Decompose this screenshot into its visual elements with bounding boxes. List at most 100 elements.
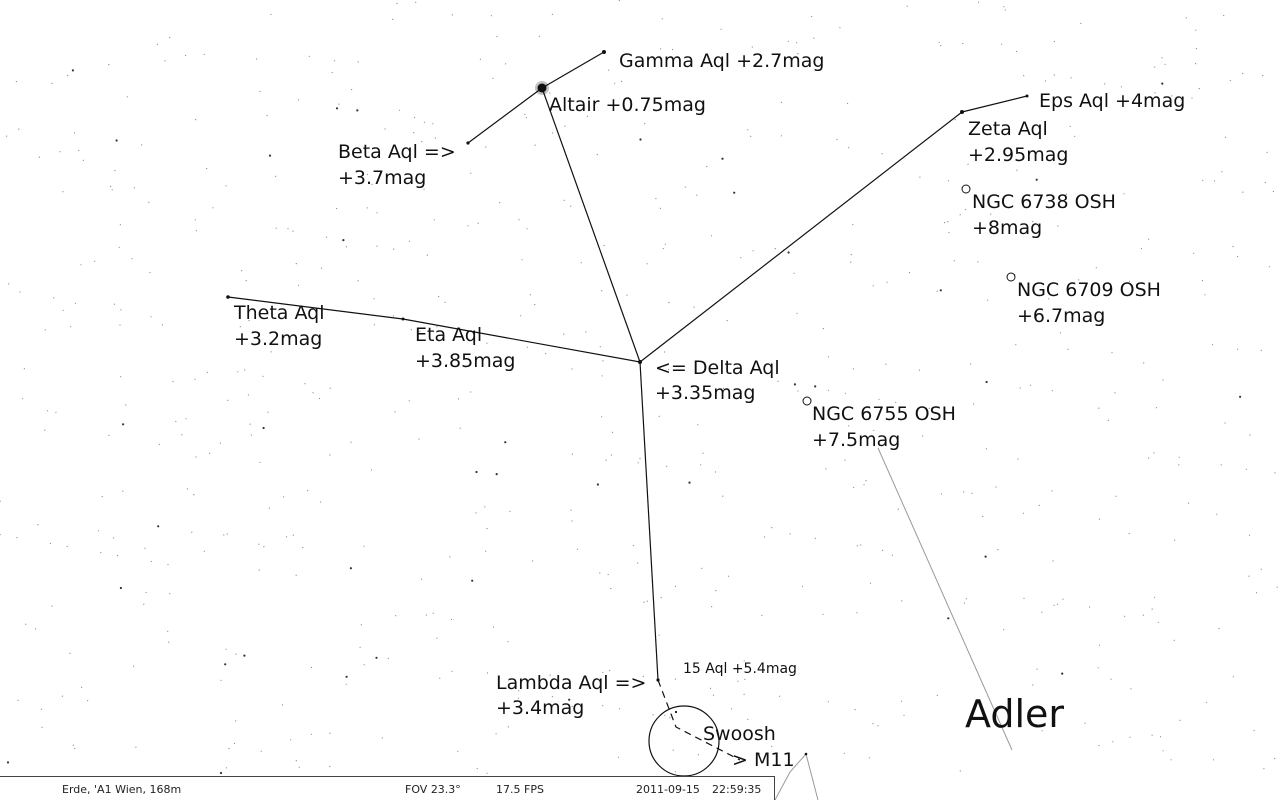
- status-fps: 17.5 FPS: [496, 783, 544, 796]
- star-eps-aql[interactable]: [1025, 94, 1029, 98]
- background-star: [752, 250, 754, 252]
- background-star: [1229, 79, 1231, 82]
- background-star: [72, 744, 74, 746]
- background-star: [1098, 744, 1100, 747]
- background-star: [224, 663, 227, 666]
- background-star: [1232, 246, 1234, 248]
- cluster-ngc6755-icon[interactable]: [802, 396, 812, 406]
- background-star: [652, 714, 654, 716]
- background-star: [119, 224, 121, 226]
- background-star: [761, 614, 763, 617]
- background-star: [1211, 344, 1214, 346]
- status-fov: FOV 23.3°: [405, 783, 461, 796]
- background-star: [900, 700, 903, 702]
- background-star: [477, 222, 479, 224]
- star-gamma-aql[interactable]: [602, 50, 606, 54]
- background-star: [1069, 125, 1071, 127]
- background-star: [82, 159, 84, 161]
- background-star: [329, 387, 331, 389]
- background-star: [967, 163, 969, 165]
- background-star: [320, 267, 323, 269]
- background-star: [1065, 193, 1067, 195]
- background-star: [618, 0, 620, 2]
- background-star: [1239, 395, 1242, 398]
- background-star: [1130, 688, 1132, 690]
- background-star: [669, 717, 671, 719]
- background-star: [1195, 63, 1197, 65]
- star-lambda-aql[interactable]: [656, 678, 660, 682]
- background-star: [1263, 768, 1265, 770]
- background-star: [963, 491, 965, 493]
- cluster-markers: [802, 184, 1016, 406]
- background-star: [0, 534, 1, 536]
- star-zeta-aql[interactable]: [960, 110, 964, 114]
- background-star: [220, 679, 222, 681]
- background-star: [167, 563, 169, 566]
- background-star: [492, 626, 494, 628]
- background-star: [709, 687, 712, 690]
- label-15-aql: 15 Aql +5.4mag: [683, 661, 797, 677]
- background-star: [266, 115, 268, 117]
- star-delta-aql[interactable]: [638, 360, 642, 364]
- background-star: [990, 213, 992, 215]
- background-star: [1124, 615, 1126, 617]
- background-star: [1062, 598, 1064, 600]
- background-star: [290, 739, 292, 741]
- background-star: [35, 628, 37, 630]
- background-star: [671, 48, 674, 51]
- background-star: [258, 543, 260, 545]
- background-star: [486, 772, 488, 774]
- background-star: [962, 42, 964, 45]
- background-star: [164, 60, 166, 62]
- star-beta-aql[interactable]: [466, 141, 470, 145]
- background-star: [940, 45, 942, 47]
- background-star: [450, 618, 453, 621]
- background-star: [1157, 621, 1159, 623]
- background-star: [161, 324, 163, 326]
- line-delta-zeta: [639, 111, 963, 363]
- background-star: [836, 139, 838, 141]
- background-star: [674, 678, 677, 680]
- background-star: [376, 245, 378, 247]
- background-star: [1262, 75, 1264, 77]
- background-star: [156, 43, 158, 46]
- background-star: [345, 675, 348, 678]
- background-star: [1154, 596, 1156, 598]
- background-star: [710, 235, 713, 237]
- background-star: [787, 40, 789, 42]
- background-star: [507, 726, 509, 728]
- background-star: [144, 547, 146, 549]
- background-star: [518, 219, 520, 221]
- background-star: [1053, 40, 1055, 43]
- background-star: [233, 742, 236, 745]
- label-altair: Altair +0.75mag: [549, 94, 706, 116]
- label-beta-aql: Beta Aql =>: [338, 141, 456, 163]
- background-star: [1178, 456, 1180, 458]
- background-star: [668, 368, 670, 371]
- background-star: [1148, 457, 1150, 459]
- cluster-ngc6738-icon[interactable]: [961, 184, 971, 194]
- background-star: [1095, 267, 1097, 269]
- star-15-aql[interactable]: [674, 710, 678, 714]
- background-star: [444, 301, 446, 303]
- star-altair[interactable]: [537, 83, 547, 93]
- background-star: [360, 624, 362, 626]
- star-altair-glow: [535, 81, 549, 95]
- background-star: [387, 657, 389, 660]
- background-star: [1089, 606, 1091, 608]
- background-star: [1022, 512, 1025, 514]
- background-star: [1001, 43, 1003, 45]
- background-star: [122, 490, 124, 492]
- star-theta-aql[interactable]: [226, 295, 230, 299]
- background-star: [203, 550, 205, 552]
- label-eps-aql: Eps Aql +4mag: [1039, 90, 1186, 112]
- star-eta-aql[interactable]: [401, 317, 405, 321]
- background-star: [295, 760, 297, 762]
- background-star: [425, 614, 427, 616]
- background-star: [310, 666, 313, 669]
- background-star: [1154, 66, 1156, 68]
- cluster-ngc6709-icon[interactable]: [1006, 272, 1016, 282]
- label-eta-aql: Eta Aql: [415, 324, 483, 346]
- background-star: [157, 525, 160, 528]
